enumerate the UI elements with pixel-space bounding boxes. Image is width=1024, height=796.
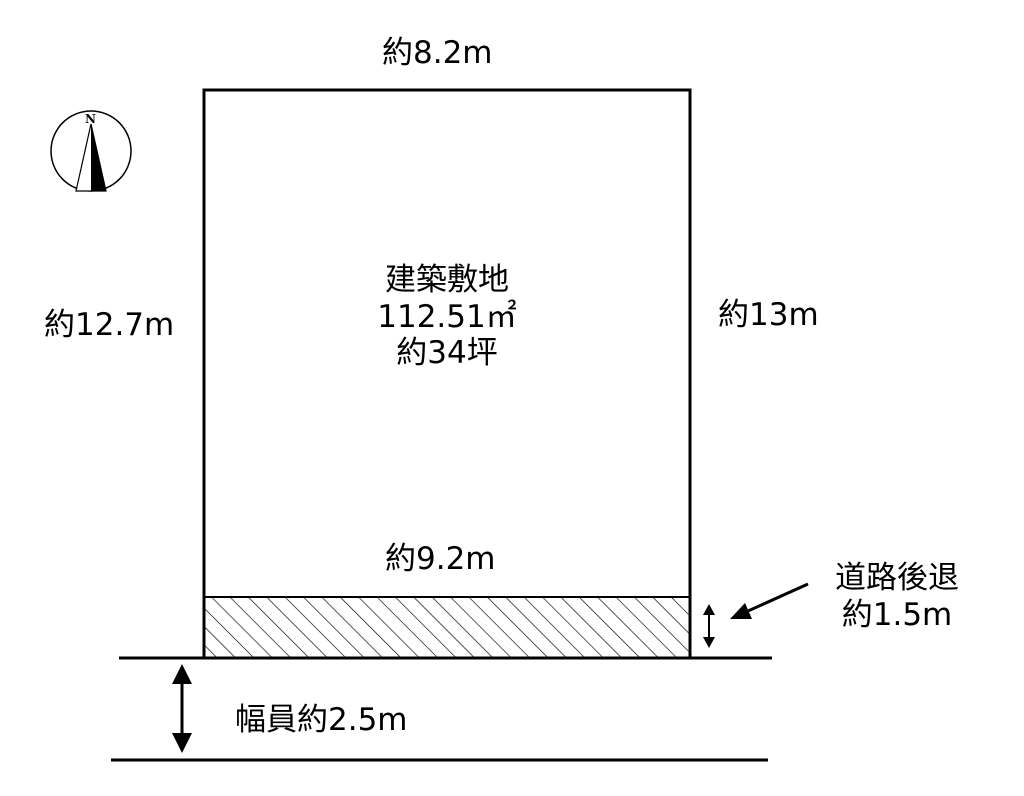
north-compass-icon (50, 110, 132, 192)
setback-hatched-area (203, 596, 691, 659)
top-dimension-label: 約8.2m (382, 35, 493, 71)
right-dimension-label: 約13m (718, 297, 819, 333)
frontage-dimension-label: 約9.2m (385, 541, 496, 577)
lot-info: 建築敷地 112.51㎡ 約34坪 (204, 262, 690, 372)
setback-label: 道路後退 約1.5m (812, 560, 982, 634)
road-width-label: 幅員約2.5m (235, 702, 408, 738)
left-dimension-label: 約12.7m (44, 307, 175, 343)
setback-distance: 約1.5m (841, 597, 953, 634)
lot-area: 112.51㎡ (377, 298, 517, 335)
lot-name: 建築敷地 (385, 262, 509, 298)
road-width-arrow-icon (172, 664, 192, 753)
setback-title: 道路後退 (835, 560, 959, 596)
setback-depth-arrow-icon (703, 604, 715, 648)
lot-tsubo: 約34坪 (396, 335, 498, 372)
compass-north-label: N (85, 112, 96, 126)
setback-pointer-arrow-icon (730, 582, 809, 619)
